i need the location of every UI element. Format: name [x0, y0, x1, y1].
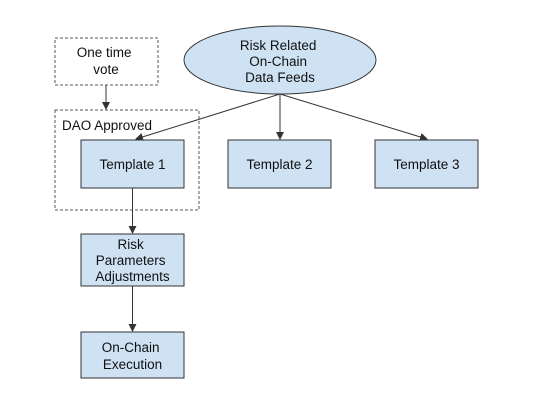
on-chain-execution-box — [80, 331, 185, 379]
arrow-root-to-template-3 — [279, 93, 428, 141]
template-3-box — [374, 139, 479, 189]
risk-parameters-text: Risk Parameters Adjustments — [95, 237, 170, 284]
template-1-box — [80, 139, 185, 189]
risk-data-feeds-text: Risk Related On-Chain Data Feeds — [240, 38, 320, 85]
on-chain-execution-text: On-Chain Execution — [102, 340, 164, 372]
template-2-label: Template 2 — [246, 157, 312, 172]
template-3-label: Template 3 — [393, 157, 459, 172]
one-time-vote-text: One time vote — [77, 45, 136, 77]
template-2-box — [227, 139, 332, 189]
arrow-root-to-template-1 — [135, 93, 281, 141]
template-1-label: Template 1 — [99, 157, 165, 172]
dao-approved-label: DAO Approved — [62, 118, 152, 133]
dao-approved-group — [54, 109, 200, 211]
